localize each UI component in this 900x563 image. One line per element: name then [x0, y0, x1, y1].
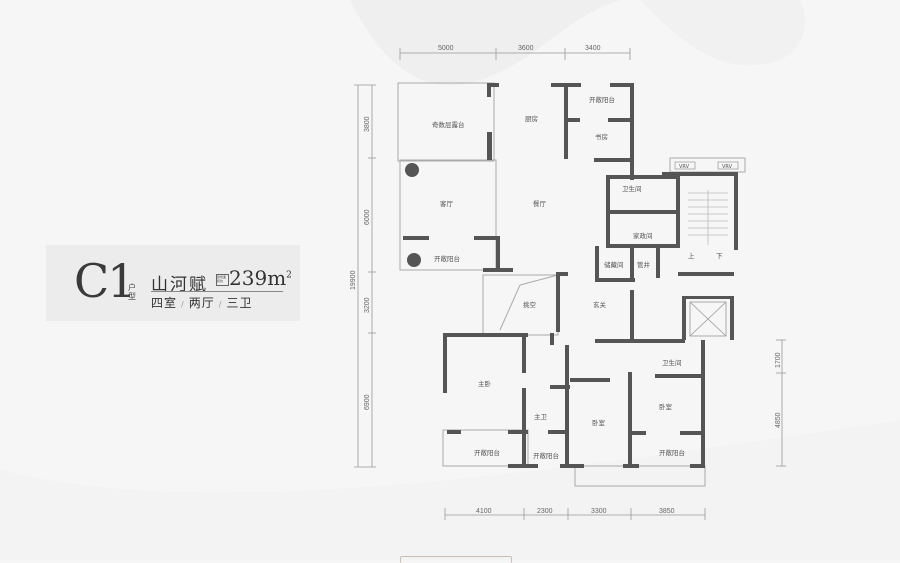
room-dining: 餐厅 — [533, 199, 547, 208]
column-circle — [407, 253, 421, 267]
column-circle — [405, 163, 419, 177]
rooms-summary: 四室/两厅/三卫 — [151, 294, 252, 311]
dim-left-4: 6900 — [364, 394, 371, 410]
left-dimensions: 19900 3800 6000 3200 6900 — [350, 84, 376, 468]
bottom-dimensions: 4100 2300 3300 3850 — [444, 508, 706, 520]
room-terrace: 奇数层露台 — [432, 120, 465, 129]
room-bedroom-south: 卧室 — [592, 418, 606, 427]
room-bath-east: 卫生间 — [662, 358, 682, 367]
stair-up-label: 上 — [688, 251, 695, 260]
thin-outlines — [397, 82, 746, 487]
dim-right-1: 1700 — [775, 352, 782, 368]
area-tag: 建筑面积约 — [216, 274, 229, 286]
unit-code-sub: 户型 — [128, 283, 136, 301]
room-master-bedroom: 主卧 — [478, 379, 492, 388]
dim-bottom-3: 3300 — [591, 508, 607, 515]
room-open-balcony-w: 开敞阳台 — [434, 254, 460, 263]
dim-bottom-4: 3850 — [659, 508, 675, 515]
dim-top-1: 5000 — [438, 45, 454, 52]
vrv-label: VRV — [722, 164, 733, 170]
staircase — [688, 190, 728, 245]
dim-right-2: 4850 — [775, 412, 782, 428]
room-study: 书房 — [595, 132, 608, 141]
summary-sep: / — [181, 300, 185, 309]
walls — [403, 83, 738, 468]
room-housekeeping: 家政间 — [633, 231, 653, 240]
room-open-balcony-sw: 开敞阳台 — [474, 448, 500, 457]
room-bedroom-southeast: 卧室 — [659, 402, 673, 411]
right-dimensions: 1700 4850 — [775, 339, 786, 467]
stair-down-label: 下 — [716, 252, 723, 260]
dim-left-2: 6000 — [364, 209, 371, 225]
area-unit: m — [267, 266, 287, 290]
dim-bottom-1: 4100 — [476, 508, 492, 515]
dim-top-3: 3400 — [585, 45, 601, 52]
vrv-label: VRV — [679, 164, 690, 170]
room-bath-north: 卫生间 — [622, 184, 642, 193]
room-storage: 储藏间 — [604, 260, 624, 269]
room-open-balcony-ne: 开敞阳台 — [589, 95, 615, 104]
dim-left-1: 3800 — [364, 116, 371, 132]
dim-left-3: 3200 — [364, 297, 371, 313]
project-name: 山河赋 — [151, 275, 208, 295]
dim-top-2: 3600 — [518, 45, 534, 52]
room-pipe-shaft: 管井 — [637, 260, 651, 269]
area-sup: 2 — [286, 270, 292, 281]
top-dimensions: 5000 3600 3400 — [399, 45, 631, 60]
dim-bottom-2: 2300 — [537, 508, 553, 515]
unit-area: 239m2 — [229, 266, 292, 290]
summary-baths: 三卫 — [226, 296, 253, 310]
unit-code: C1 — [74, 254, 136, 308]
room-open-balcony-s: 开敞阳台 — [533, 451, 559, 460]
summary-sep: / — [218, 300, 223, 309]
room-foyer: 玄关 — [593, 300, 607, 309]
summary-halls: 两厅 — [188, 296, 215, 310]
summary-bedrooms: 四室 — [151, 296, 178, 310]
room-kitchen: 厨房 — [525, 114, 538, 123]
room-master-bath: 主卫 — [534, 412, 548, 421]
unit-label-card — [46, 245, 300, 321]
room-void: 挑空 — [523, 300, 537, 309]
room-open-balcony-se: 开敞阳台 — [659, 448, 685, 457]
elevator — [689, 301, 727, 337]
dim-left-total: 19900 — [350, 270, 357, 290]
title-divider — [151, 291, 283, 292]
area-value: 239 — [229, 266, 268, 290]
room-living: 客厅 — [440, 199, 454, 208]
